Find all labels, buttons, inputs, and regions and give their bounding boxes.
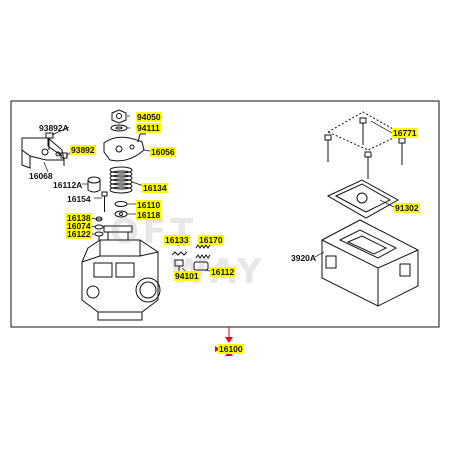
assembly-frame (10, 100, 440, 328)
needle-16154 (101, 191, 108, 212)
bolt-93892A (45, 132, 54, 150)
gasket-91302 (326, 179, 400, 219)
callout-94111: 94111 (136, 123, 161, 133)
callout-16138: 16138 (66, 213, 92, 223)
callout-16154: 16154 (67, 194, 91, 204)
callout-3920A: 3920A (291, 253, 317, 263)
callout-16074: 16074 (66, 221, 92, 231)
callout-16771: 16771 (392, 128, 418, 138)
bolts-16771 (324, 111, 406, 179)
screw-16122 (94, 231, 104, 240)
oring-16074 (94, 224, 104, 230)
spring-16134 (109, 166, 133, 194)
callout-16134: 16134 (142, 183, 168, 193)
callout-16110: 16110 (136, 200, 162, 210)
nut-94050 (111, 109, 127, 124)
cap-16112 (193, 261, 209, 271)
bracket-16068 (21, 137, 65, 169)
cover-3920A (321, 219, 419, 307)
callout-94050: 94050 (136, 112, 162, 122)
callout-91302: 91302 (394, 203, 420, 213)
plate-16056 (103, 133, 146, 162)
spring-16170 (195, 244, 211, 259)
callout-16068: 16068 (29, 171, 53, 181)
callout-16112: 16112 (210, 267, 236, 277)
callout-16122: 16122 (66, 229, 92, 239)
callout-93892: 93892 (70, 145, 96, 155)
callout-16112A: 16112A (53, 180, 83, 190)
clip-16110 (114, 201, 128, 207)
callout-94101: 94101 (174, 271, 200, 281)
callout-16100[interactable]: 16100 (218, 344, 244, 354)
callout-16056: 16056 (150, 147, 176, 157)
throttle-body (81, 225, 161, 321)
callout-16170: 16170 (198, 235, 224, 245)
screw-16138 (95, 216, 103, 222)
cap-16112A (87, 176, 101, 193)
washer-94111 (110, 124, 128, 132)
callout-16133: 16133 (164, 235, 190, 245)
callout-16118: 16118 (136, 210, 162, 220)
callout-93892A: 93892A (39, 123, 69, 133)
